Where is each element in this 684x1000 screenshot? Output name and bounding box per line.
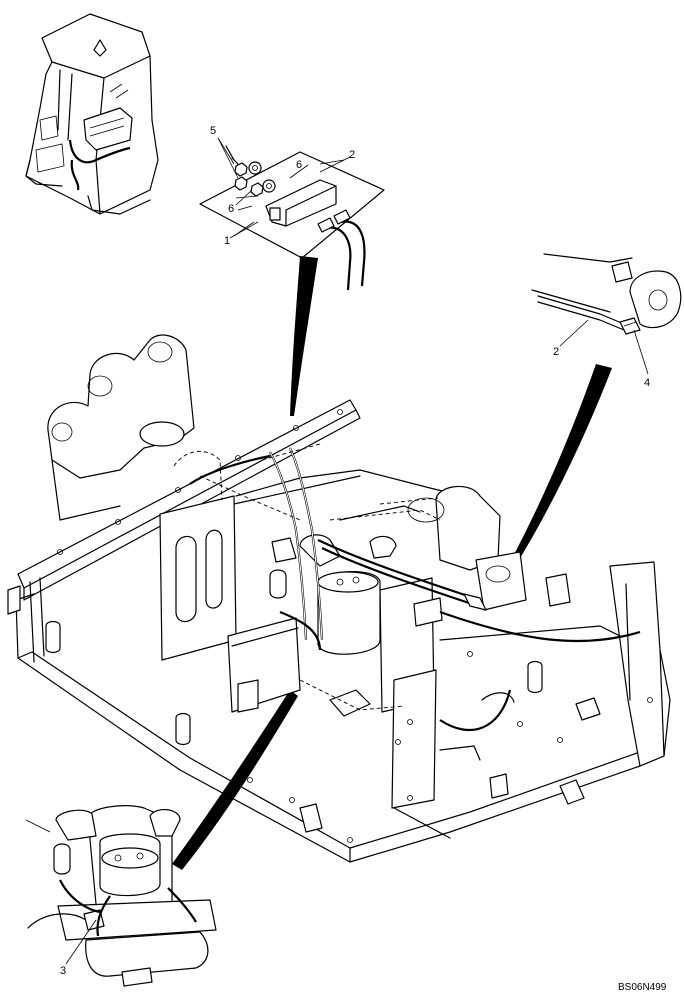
callout-2-top: 2	[349, 149, 355, 161]
main-frame-assembly	[7, 334, 671, 863]
callout-leaders	[65, 137, 649, 965]
pointer-arrow-bottom	[172, 690, 298, 870]
callout-3: 3	[60, 965, 66, 977]
callout-5: 5	[210, 125, 216, 137]
machine-cab-thumbnail	[25, 13, 159, 215]
callout-6-upper: 6	[296, 159, 302, 171]
callout-2-right: 2	[553, 346, 559, 358]
swing-motor-detail	[25, 805, 217, 987]
callout-6-lower: 6	[228, 203, 234, 215]
bracket-detail-panel	[199, 145, 385, 291]
callout-1: 1	[224, 235, 230, 247]
cylinder-detail	[531, 253, 682, 335]
pointer-arrow-top	[290, 256, 318, 416]
reference-code: BS06N499	[618, 982, 667, 993]
pointer-arrow-right	[508, 364, 612, 568]
callout-4: 4	[644, 377, 650, 389]
